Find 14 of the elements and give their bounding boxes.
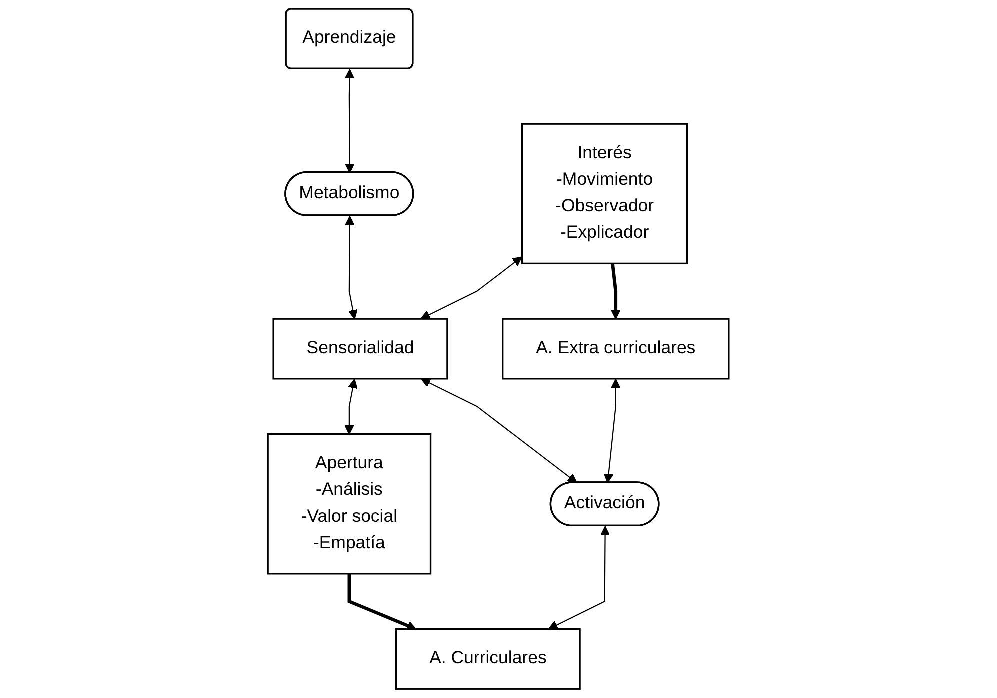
node-box: Apertura -Análisis -Valor social -Empatía — [267, 433, 432, 575]
arrow — [548, 526, 610, 630]
arrow — [348, 574, 417, 630]
arrow — [345, 216, 358, 320]
node-box: A. Curriculares — [396, 628, 581, 690]
node-box: A. Extra curriculares — [502, 318, 730, 380]
arrow — [344, 69, 355, 174]
arrow — [421, 378, 578, 484]
arrow — [611, 264, 621, 320]
arrow — [604, 378, 621, 484]
node-box: Interés -Movimiento -Observador -Explicador — [521, 123, 688, 265]
node-box: Sensorialidad — [272, 318, 448, 380]
arrow — [344, 378, 358, 435]
arrow — [420, 256, 522, 320]
